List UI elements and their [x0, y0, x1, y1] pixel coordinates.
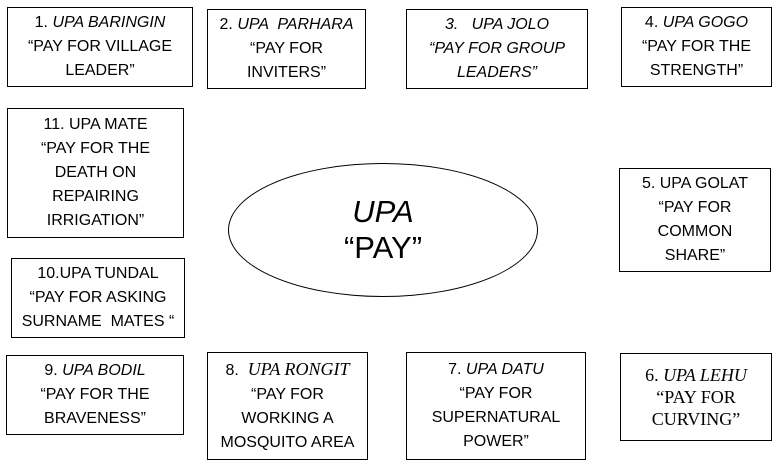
- box-description: “PAY FOR VILLAGE LEADER”: [27, 38, 173, 79]
- box-upa-rongit: 8. UPA RONGIT “PAY FOR WORKING A MOSQUIT…: [207, 352, 368, 460]
- center-ellipse: UPA “PAY”: [228, 163, 538, 297]
- box-description: “PAY FOR WORKING A MOSQUITO AREA: [220, 385, 355, 451]
- box-name: UPA PARHARA: [237, 16, 354, 33]
- box-number: 4.: [644, 14, 663, 31]
- box-upa-datu: 7. UPA DATU “PAY FOR SUPERNATURAL POWER”: [406, 352, 586, 460]
- box-upa-tundal: 10.UPA TUNDAL “PAY FOR ASKING SURNAME MA…: [11, 258, 185, 338]
- box-description: “PAY FOR SUPERNATURAL POWER”: [431, 385, 561, 450]
- box-number: 9.: [44, 362, 63, 379]
- box-upa-baringin: 1. UPA BARINGIN “PAY FOR VILLAGE LEADER”: [7, 7, 193, 87]
- box-upa-bodil: 9. UPA BODIL “PAY FOR THE BRAVENESS”: [6, 355, 184, 435]
- box-upa-jolo: 3. UPA JOLO “PAY FOR GROUP LEADERS”: [406, 9, 588, 89]
- box-upa-gogo: 4. UPA GOGO “PAY FOR THE STRENGTH”: [621, 7, 772, 87]
- box-description: “PAY FOR COMMON SHARE”: [657, 199, 733, 264]
- box-description: “PAY FOR THE STRENGTH”: [641, 38, 752, 79]
- box-number: 8.: [225, 361, 248, 379]
- box-name: UPA BARINGIN: [52, 14, 166, 31]
- box-number: 2.: [219, 16, 238, 33]
- box-upa-lehu: 6. UPA LEHU “PAY FOR CURVING”: [620, 353, 772, 441]
- box-description: “PAY FOR CURVING”: [651, 387, 741, 429]
- center-subtitle: “PAY”: [343, 230, 423, 265]
- box-description: “PAY FOR ASKING SURNAME MATES “: [21, 289, 175, 330]
- box-description: “PAY FOR GROUP LEADERS”: [428, 40, 565, 81]
- box-description: “PAY FOR THE BRAVENESS”: [40, 386, 150, 427]
- box-name: UPA GOGO: [662, 14, 749, 31]
- box-upa-golat: 5. UPA GOLAT “PAY FOR COMMON SHARE”: [619, 168, 771, 272]
- box-label: 5. UPA GOLAT: [641, 175, 749, 192]
- box-name: UPA BODIL: [62, 362, 146, 379]
- box-name: UPA JOLO: [471, 16, 550, 33]
- box-number: 6.: [645, 365, 664, 385]
- box-number: 1.: [34, 14, 53, 31]
- box-name: UPA DATU: [465, 361, 544, 378]
- box-name: UPA RONGIT: [247, 358, 350, 379]
- box-label: 10.UPA TUNDAL: [37, 265, 159, 282]
- box-upa-parhara: 2. UPA PARHARA “PAY FOR INVITERS”: [207, 9, 366, 89]
- box-name: UPA LEHU: [663, 365, 747, 385]
- box-number: 7.: [448, 361, 466, 378]
- box-description: “PAY FOR THE DEATH ON REPAIRING IRRIGATI…: [40, 140, 151, 229]
- box-description: “PAY FOR INVITERS”: [246, 40, 327, 81]
- box-number: 3.: [444, 16, 472, 33]
- center-title: UPA: [352, 194, 414, 229]
- box-upa-mate: 11. UPA MATE “PAY FOR THE DEATH ON REPAI…: [7, 108, 184, 238]
- box-label: 11. UPA MATE: [43, 116, 148, 133]
